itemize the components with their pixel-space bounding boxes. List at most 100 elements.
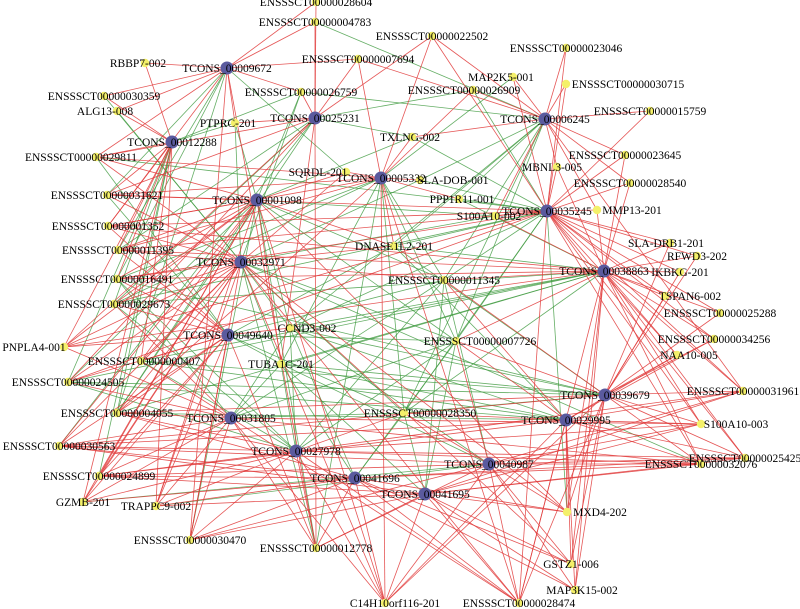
positive-edge [189, 417, 232, 541]
tcons-node[interactable] [598, 388, 612, 402]
tcons-node[interactable] [559, 413, 573, 427]
negative-edge [256, 199, 496, 217]
gene-node[interactable] [514, 598, 524, 608]
gene-node[interactable] [103, 221, 113, 231]
gene-node[interactable] [151, 501, 161, 511]
gene-node[interactable] [112, 274, 122, 284]
gene-node[interactable] [389, 241, 399, 251]
gene-node[interactable] [353, 54, 363, 64]
gene-node[interactable] [407, 132, 417, 142]
gene-node[interactable] [185, 535, 195, 545]
tcons-node[interactable] [418, 487, 432, 501]
gene-node[interactable] [399, 408, 409, 418]
tcons-node[interactable] [374, 171, 388, 185]
gene-node[interactable] [738, 386, 748, 396]
gene-node[interactable] [311, 0, 321, 7]
positive-edge [116, 412, 232, 419]
gene-node[interactable] [311, 543, 321, 553]
positive-edge [488, 390, 744, 465]
positive-edge [455, 340, 490, 465]
gene-node[interactable] [380, 598, 390, 608]
gene-node[interactable] [310, 17, 320, 27]
gene-node[interactable] [696, 459, 706, 469]
gene-node[interactable] [113, 245, 123, 255]
tcons-node[interactable] [234, 255, 248, 269]
tcons-node[interactable] [482, 457, 496, 471]
positive-edge [240, 245, 395, 263]
gene-node[interactable] [102, 190, 112, 200]
tcons-node[interactable] [308, 111, 322, 125]
gene-node[interactable] [78, 497, 88, 507]
gene-node[interactable] [561, 79, 571, 89]
gene-node[interactable] [468, 85, 478, 95]
tcons-node[interactable] [220, 61, 234, 75]
gene-node[interactable] [109, 299, 119, 309]
gene-node[interactable] [439, 275, 449, 285]
negative-edge [240, 261, 457, 342]
gene-node[interactable] [508, 72, 518, 82]
gene-node[interactable] [625, 178, 635, 188]
gene-node[interactable] [592, 205, 602, 215]
gene-node[interactable] [112, 408, 122, 418]
positive-edge [354, 477, 576, 591]
positive-edge [603, 182, 631, 272]
gene-node[interactable] [672, 350, 682, 360]
tcons-node[interactable] [538, 112, 552, 126]
gene-node[interactable] [562, 507, 572, 517]
gene-node[interactable] [136, 356, 146, 366]
tcons-node[interactable] [165, 135, 179, 149]
gene-node[interactable] [454, 194, 464, 204]
gene-node[interactable] [552, 162, 562, 172]
positive-edge [63, 210, 548, 348]
gene-node[interactable] [94, 471, 104, 481]
gene-node[interactable] [341, 167, 351, 177]
gene-node[interactable] [645, 106, 655, 116]
gene-node[interactable] [561, 43, 571, 53]
gene-node[interactable] [415, 175, 425, 185]
tcons-node[interactable] [224, 411, 238, 425]
positive-edge [546, 210, 671, 244]
gene-node[interactable] [91, 152, 101, 162]
tcons-node[interactable] [540, 204, 554, 218]
positive-edge [113, 303, 232, 419]
tcons-node[interactable] [250, 193, 264, 207]
gene-node[interactable] [709, 334, 719, 344]
gene-node[interactable] [620, 150, 630, 160]
gene-node[interactable] [59, 342, 69, 352]
gene-node[interactable] [665, 238, 675, 248]
gene-node[interactable] [451, 336, 461, 346]
gene-node[interactable] [140, 58, 150, 68]
positive-edge [443, 279, 606, 396]
tcons-node[interactable] [348, 471, 362, 485]
gene-node[interactable] [692, 251, 702, 261]
gene-node[interactable] [63, 377, 73, 387]
tcons-node[interactable] [221, 328, 235, 342]
gene-node[interactable] [276, 359, 286, 369]
gene-node[interactable] [99, 91, 109, 101]
gene-node[interactable] [285, 323, 295, 333]
gene-label: ENSSSCT00000001352 [52, 221, 165, 233]
tcons-node[interactable] [289, 444, 303, 458]
negative-edge [314, 21, 546, 120]
gene-node[interactable] [570, 585, 580, 595]
positive-edge [58, 445, 297, 452]
positive-edge [226, 67, 317, 549]
gene-node[interactable] [54, 441, 64, 451]
gene-node[interactable] [427, 31, 437, 41]
gene-label: SQRDL-201 [289, 167, 348, 179]
gene-node[interactable] [112, 106, 122, 116]
positive-edge [424, 493, 576, 591]
tcons-node[interactable] [597, 264, 611, 278]
gene-label: SLA-DOB-001 [418, 175, 489, 187]
gene-node[interactable] [296, 87, 306, 97]
positive-edge [155, 199, 258, 507]
gene-node[interactable] [675, 267, 685, 277]
gene-node[interactable] [696, 419, 706, 429]
tcons-label: TCONS_00041696 [310, 473, 400, 485]
gene-node[interactable] [740, 453, 750, 463]
gene-node[interactable] [566, 559, 576, 569]
gene-node[interactable] [490, 211, 500, 221]
gene-node[interactable] [230, 118, 240, 128]
gene-node[interactable] [715, 308, 725, 318]
gene-node[interactable] [660, 291, 670, 301]
